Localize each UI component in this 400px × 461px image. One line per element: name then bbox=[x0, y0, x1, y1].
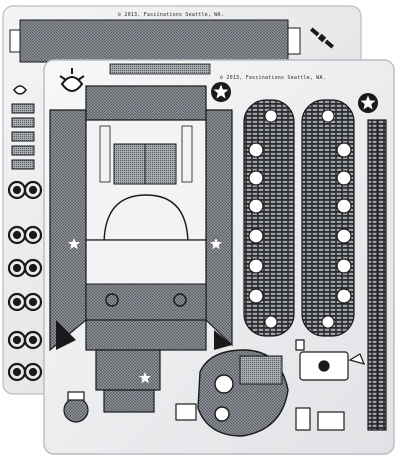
road-wheel-icon bbox=[23, 225, 43, 245]
turret-unfold bbox=[197, 349, 289, 437]
back-road-wheels bbox=[7, 180, 43, 382]
front-sheet: © 2013, Fascinations Seattle, WA. bbox=[43, 59, 395, 455]
road-wheel-icon bbox=[23, 292, 43, 312]
back-left-parts bbox=[11, 85, 35, 170]
track-side-left bbox=[243, 99, 295, 337]
road-wheel-icon bbox=[23, 330, 43, 350]
star-marking-icon bbox=[358, 93, 378, 113]
back-copyright: © 2013, Fascinations Seattle, WA. bbox=[118, 12, 224, 18]
track-side-right bbox=[301, 99, 355, 337]
road-wheel-icon bbox=[23, 180, 43, 200]
star-marking-icon bbox=[211, 82, 231, 102]
back-hull-strip bbox=[9, 19, 301, 63]
satellite-icon bbox=[309, 27, 335, 49]
road-wheel-icon bbox=[23, 362, 43, 382]
hull-unfold bbox=[49, 85, 233, 413]
road-wheel-icon bbox=[23, 258, 43, 278]
front-top-fittings bbox=[59, 63, 211, 92]
small-fittings bbox=[63, 339, 366, 431]
track-link-strip bbox=[367, 119, 387, 431]
front-copyright: © 2013, Fascinations Seattle, WA. bbox=[220, 75, 326, 81]
